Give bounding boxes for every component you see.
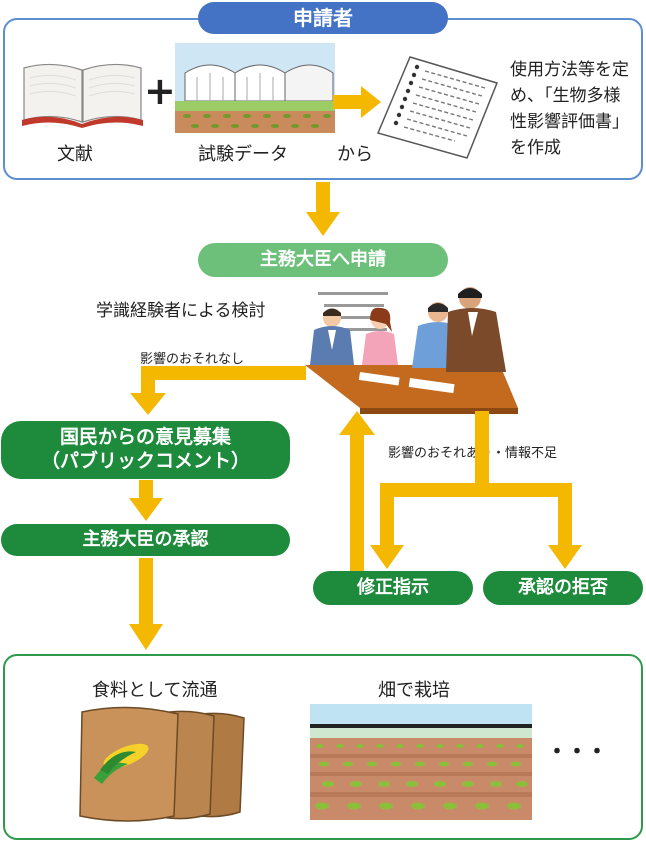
book-icon [22,63,143,128]
impact-label: 影響のおそれあり・情報不足 [388,446,558,461]
ellipsis: ・・・ [546,740,608,765]
arrow-down-icon [306,182,340,236]
public-comment-box: 国民からの意見募集 （パブリックコメント） [1,421,290,479]
food-distribution-label: 食料として流通 [92,680,218,701]
arrow-right-icon [333,86,381,118]
field-cultivation-label: 畑で栽培 [378,680,450,701]
greenhouse-field-icon [175,43,335,133]
approval-refusal: 承認の拒否 [483,571,643,605]
apply-to-minister: 主務大臣へ申請 [198,243,448,277]
arrow-down-icon [129,558,163,650]
applicant-title: 申請者 [198,2,448,34]
arrow-down-icon [129,480,163,521]
test-data-label: 試験データ [198,144,288,165]
document-icon [376,56,499,159]
literature-label: 文献 [57,144,93,165]
expert-review-label: 学識経験者による検討 [96,301,266,321]
expert-meeting-illustration [305,287,518,414]
public-comment-line1: 国民からの意見募集 [59,426,231,449]
assessment-description: 使用方法等を定め、「生物多様性影響評価書」を作成 [510,60,629,158]
field-illustration [310,704,532,820]
outcomes-frame [3,654,643,840]
arrow-branch-icon [339,411,582,575]
grain-sacks-illustration [79,706,245,822]
no-impact-label: 影響のおそれなし [140,352,245,367]
minister-approval: 主務大臣の承認 [1,524,290,556]
revision-instruction: 修正指示 [313,571,473,605]
plus-symbol: + [144,69,176,113]
from-label: から [337,144,373,165]
public-comment-line2: （パブリックコメント） [40,450,250,472]
arrow-elbow-left-icon [130,366,306,415]
